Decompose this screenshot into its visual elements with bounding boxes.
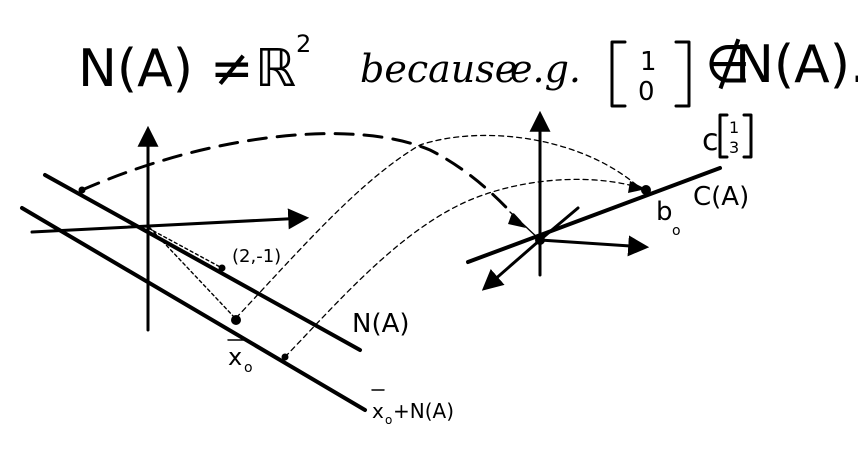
c-vector-top: 1 [729, 118, 739, 137]
point-2-minus1-label: (2,-1) [232, 246, 281, 267]
affine-label-x: x [372, 399, 384, 423]
construction-line-origin-to-x0 [149, 227, 236, 319]
c-label: c [702, 123, 719, 158]
point-x0 [231, 315, 241, 325]
c-vector-left-bracket [718, 113, 729, 159]
x0-label: x o [227, 339, 253, 376]
affine-label: x o +N(A) [371, 389, 454, 427]
heading-rhs-exponent: 2 [296, 30, 311, 58]
mapping-curve-x0-to-b0 [235, 134, 641, 319]
heading: N(A) ≠ ℝ 2 because e.g. 1 0 ∉ N(A). [78, 30, 858, 108]
heading-vector-right-bracket [674, 40, 691, 108]
c-vector-bottom: 3 [729, 138, 739, 157]
left-x-axis [30, 208, 310, 234]
right-origin-point [535, 235, 545, 245]
x0-label-sub: o [244, 360, 253, 376]
mapping-curve-affine-to-b0 [284, 178, 641, 358]
heading-rhs2: N(A). [735, 35, 858, 95]
c-vector-label: c 1 3 [702, 113, 753, 159]
null-space-label: N(A) [352, 309, 410, 339]
heading-neq: ≠ [210, 39, 254, 99]
construction-line-origin-to-point [147, 227, 223, 269]
right-horizontal-axis [538, 235, 650, 257]
affine-solution-line [20, 206, 367, 412]
heading-vector-top: 1 [640, 47, 657, 77]
right-plot: c 1 3 b o C(A) [466, 110, 753, 291]
left-plot: (2,-1) x o N(A) x o +N(A) [20, 125, 454, 427]
heading-vector-left-bracket [610, 40, 627, 108]
affine-label-sub: o [385, 413, 392, 427]
heading-lhs: N(A) [78, 39, 193, 99]
heading-rhs: ℝ [255, 39, 296, 99]
heading-notin: ∉ [705, 35, 750, 95]
c-vector-right-bracket [742, 113, 753, 159]
null-space-line [43, 173, 362, 352]
heading-vector-bottom: 0 [638, 77, 655, 107]
point-2-minus1 [218, 264, 226, 272]
b0-label-b: b [656, 197, 673, 227]
point-b0 [641, 185, 651, 195]
mapping-curve-null-to-zero-arrowhead [508, 213, 526, 228]
right-depth-axis [481, 238, 542, 291]
column-space-line [466, 166, 722, 264]
heading-eg: e.g. [510, 47, 581, 91]
column-space-label: C(A) [693, 182, 749, 212]
b0-label: b o [656, 197, 681, 239]
mapping-curve-null-to-zero [80, 132, 522, 224]
b0-label-sub: o [672, 223, 681, 239]
x0-label-x: x [228, 343, 242, 371]
heading-because: because [360, 47, 517, 91]
affine-label-rest: +N(A) [393, 399, 454, 423]
